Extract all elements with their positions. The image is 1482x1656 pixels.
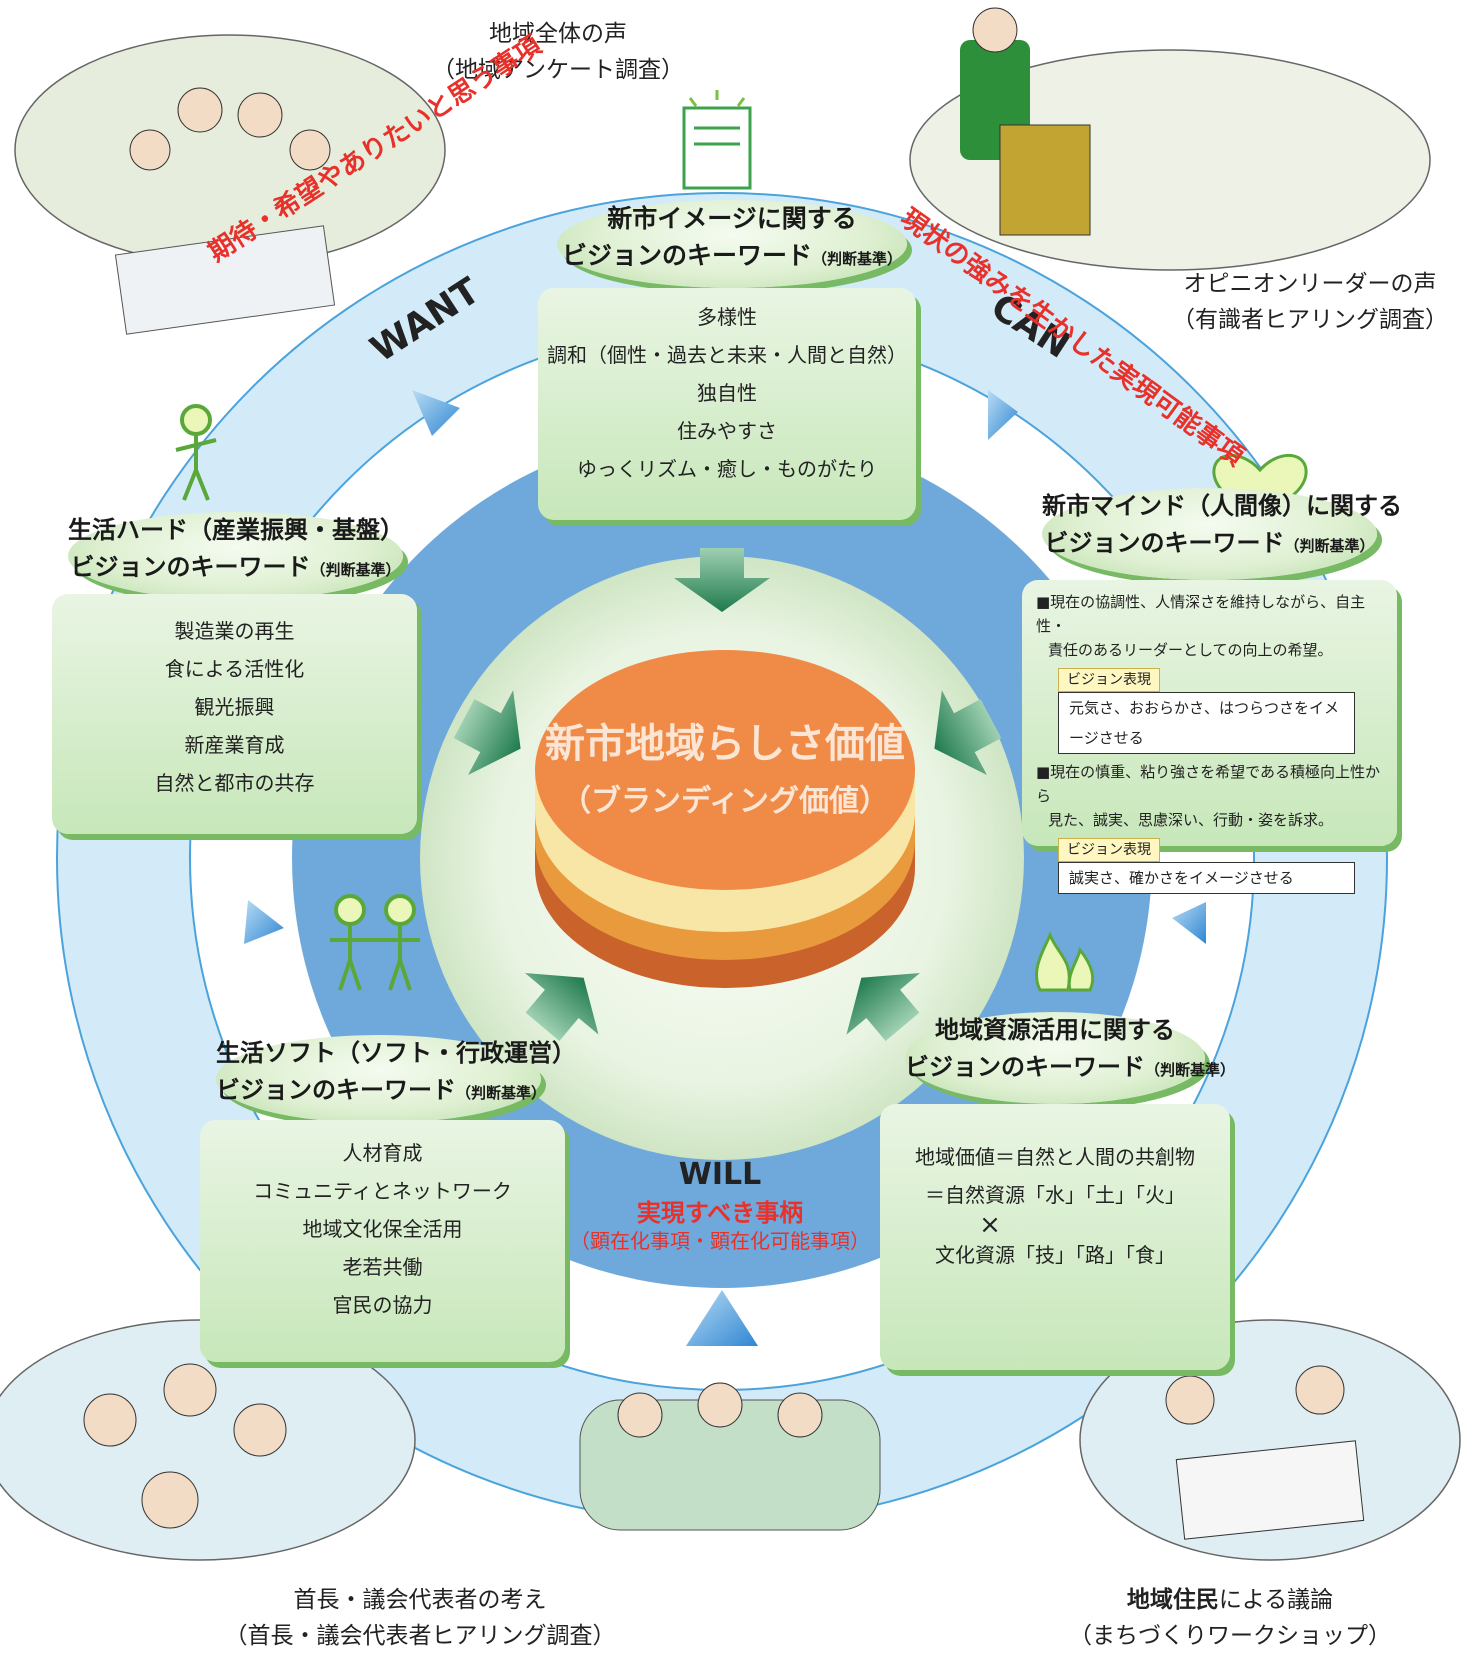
mayor-council-caption: 首長・議会代表者の考え （首長・議会代表者ヒアリング調査） (224, 1587, 616, 1649)
mind-paragraph: ■現在の協調性、人情深さを維持しながら、自主性・ (1036, 593, 1366, 635)
list-item: 製造業の再生 (174, 619, 295, 643)
resource-block-title: 地域資源活用に関する ビジョンのキーワード（判断基準） (905, 1012, 1235, 1104)
ring-arrow-left (244, 900, 284, 944)
inward-arrow-bottom-left (525, 972, 599, 1041)
ring-arrow-top-left (412, 390, 460, 436)
officials-illustration-bottom-left (0, 1319, 416, 1561)
image-block-title: 新市イメージに関する ビジョンのキーワード（判断基準） (557, 200, 907, 288)
list-item: 観光振興 (194, 695, 275, 719)
center-subtitle: （ブランディング価値） (561, 784, 889, 819)
mind-block-title: 新市マインド（人間像）に関する ビジョンのキーワード（判断基準） (1042, 488, 1402, 580)
vision-expression-box: 誠実さ、確かさをイメージさせる (1058, 862, 1355, 894)
list-item: 食による活性化 (164, 657, 305, 681)
list-item: コミュニティとネットワーク (253, 1179, 512, 1203)
vision-expression-box: 元気さ、おおらかさ、はつらつさをイメージさせる (1058, 692, 1355, 754)
mind-paragraph: 見た、誠実、思慮深い、行動・姿を訴求。 (1048, 811, 1334, 829)
inward-arrow-bottom-right (846, 972, 920, 1041)
vision-expression-tag: ビジョン表現 (1058, 668, 1160, 692)
resource-line: 文化資源「技」「路」「食」 (935, 1243, 1175, 1267)
inward-arrow-top (674, 548, 770, 612)
inward-arrow-left (453, 690, 521, 776)
residents-caption: 地域住民による議論 （まちづくりワークショップ） (1069, 1587, 1391, 1649)
will-subdescription: （顕在化事項・顕在化可能事項） (570, 1229, 870, 1253)
mind-paragraph: ■現在の慎重、粘り強さを希望である積極向上性から (1036, 763, 1381, 805)
branding-value-cake (535, 650, 915, 988)
list-item: 多様性 (697, 305, 757, 329)
multiply-sign: × (979, 1210, 1001, 1240)
ring-arrow-top-right (988, 390, 1018, 440)
image-block-box: 多様性 調和（個性・過去と未来・人間と自然） 独自性 住みやすさ ゆっくリズム・… (538, 288, 916, 520)
resource-line: 地域価値＝自然と人間の共創物 (915, 1145, 1195, 1169)
will-description: 実現すべき事柄 (636, 1199, 804, 1227)
person-icon (175, 404, 217, 501)
hard-block-box: 製造業の再生 食による活性化 観光振興 新産業育成 自然と都市の共存 (52, 594, 417, 834)
hard-block-title: 生活ハード（産業振興・基盤） ビジョンのキーワード（判断基準） (68, 512, 404, 600)
two-people-icon (330, 894, 420, 991)
list-item: 自然と都市の共存 (154, 771, 315, 795)
vision-expression-tag: ビジョン表現 (1058, 838, 1160, 862)
list-item: 地域文化保全活用 (302, 1217, 463, 1241)
list-item: 独自性 (697, 381, 757, 405)
document-icon (682, 90, 752, 190)
list-item: 老若共働 (342, 1255, 423, 1279)
soft-block-box: 人材育成 コミュニティとネットワーク 地域文化保全活用 老若共働 官民の協力 (200, 1120, 565, 1362)
mind-paragraph: 責任のあるリーダーとしての向上の希望。 (1048, 641, 1333, 659)
soft-block-title: 生活ソフト（ソフト・行政運営） ビジョンのキーワード（判断基準） (216, 1035, 576, 1123)
resource-line: ＝自然資源「水」「土」「火」 (925, 1183, 1185, 1207)
list-item: 住みやすさ (677, 419, 777, 443)
opinion-leader-caption: オピニオンリーダーの声 （有識者ヒアリング調査） (1172, 271, 1448, 333)
list-item: 人材育成 (342, 1141, 423, 1165)
mind-block-box: ■現在の協調性、人情深さを維持しながら、自主性・ 責任のあるリーダーとしての向上… (1022, 580, 1397, 894)
speaker-illustration-top-right (909, 7, 1431, 271)
list-item: 調和（個性・過去と未来・人間と自然） (547, 343, 907, 367)
list-item: 新産業育成 (184, 733, 285, 757)
survey-caption: 地域全体の声 （地域アンケート調査） (431, 21, 685, 83)
residents-illustration-bottom-center (579, 1382, 881, 1531)
center-title: 新市地域らしさ価値 (545, 721, 905, 767)
crowd-illustration-top-left (14, 34, 446, 335)
list-item: ゆっくリズム・癒し・ものがたり (577, 457, 877, 481)
workshop-illustration-bottom-right (1079, 1319, 1461, 1561)
flame-icon (1035, 930, 1095, 992)
ring-arrow-bottom (686, 1290, 758, 1346)
inward-arrow-right (934, 690, 1002, 776)
will-label: WILL (678, 1157, 762, 1192)
ring-arrow-right (1172, 902, 1206, 944)
resource-block-box: 地域価値＝自然と人間の共創物 ＝自然資源「水」「土」「火」 × 文化資源「技」「… (880, 1104, 1230, 1370)
list-item: 官民の協力 (332, 1293, 433, 1317)
